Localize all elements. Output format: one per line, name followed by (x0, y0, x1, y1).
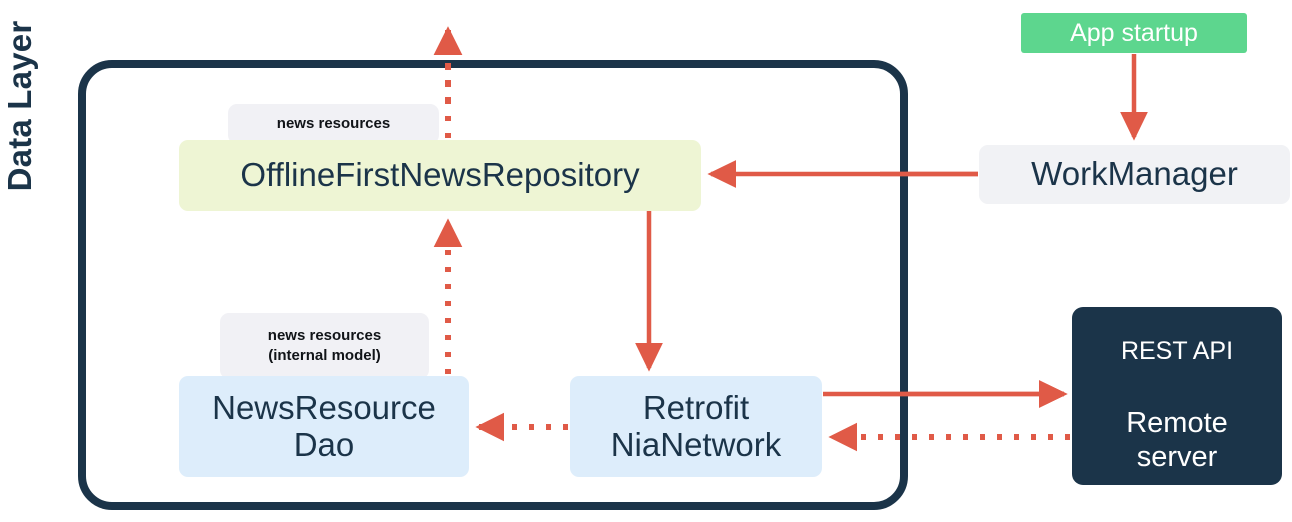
data-layer-container (78, 60, 908, 510)
node-appstartup-label: App startup (1070, 19, 1198, 47)
node-work-manager[interactable]: WorkManager (979, 145, 1290, 204)
node-news-resource-dao[interactable]: NewsResource Dao (179, 376, 469, 477)
edge-label-news-resources-line1: news resources (276, 114, 391, 132)
node-dao-label-line1: NewsResource (212, 388, 436, 426)
node-network-label-line2: NiaNetwork (610, 425, 782, 463)
edge-label-news-resources-internal-line1: news resources (267, 326, 382, 344)
node-workmanager-label: WorkManager (1031, 155, 1238, 193)
node-retrofit-nia-network[interactable]: Retrofit NiaNetwork (570, 376, 822, 477)
node-repository-label: OfflineFirstNewsRepository (240, 156, 640, 194)
edge-label-news-resources-internal: news resources (internal model) (220, 313, 429, 379)
node-remote-server[interactable]: REST API Remote server (1072, 307, 1282, 485)
node-offline-first-news-repository[interactable]: OfflineFirstNewsRepository (179, 140, 701, 211)
data-layer-title: Data Layer (1, 20, 38, 192)
edge-label-news-resources-internal-line2: (internal model) (268, 347, 381, 364)
node-remote-label-line2: server (1136, 441, 1218, 474)
edge-label-news-resources: news resources (228, 104, 439, 144)
node-network-label-line1: Retrofit (642, 388, 750, 426)
node-remote-rest-api-label: REST API (1120, 337, 1234, 365)
node-dao-label-line2: Dao (293, 425, 355, 463)
node-remote-label-line1: Remote (1126, 407, 1228, 439)
node-app-startup[interactable]: App startup (1021, 13, 1247, 53)
